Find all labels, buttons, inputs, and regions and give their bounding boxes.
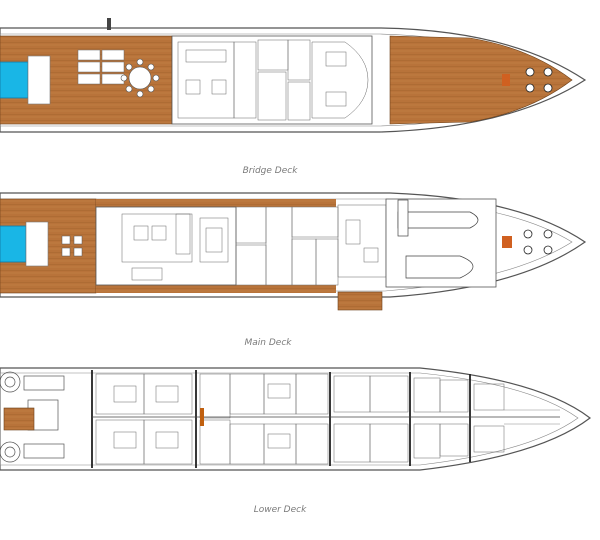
- lower-deck-label: Lower Deck: [254, 505, 307, 515]
- sun-loungers: [77, 49, 125, 85]
- bridge-deck-rooms: [177, 39, 369, 121]
- lower-deck-teak-patch: [3, 407, 35, 431]
- main-deck-label: Main Deck: [245, 338, 293, 348]
- main-anchor-winches: [523, 229, 553, 255]
- bridge-foredeck-teak: [389, 35, 573, 125]
- bridge-deck-label: Bridge Deck: [243, 166, 299, 176]
- main-deck-plan: [0, 192, 587, 311]
- bridge-deck-plan: [0, 18, 587, 133]
- lower-deck-plan: [0, 367, 591, 471]
- main-deck-pool: [0, 225, 27, 263]
- main-salon: [95, 206, 237, 286]
- bridge-deck-pool: [0, 61, 29, 99]
- sky-lounge-area: [171, 35, 373, 125]
- tenders: [397, 199, 479, 279]
- lower-deck-bulkheads: [91, 370, 471, 468]
- round-dining-table: [120, 58, 160, 98]
- lower-deck-hull: [0, 367, 591, 471]
- anchor-winches: [525, 67, 553, 93]
- lower-deck-cabins: [95, 373, 505, 465]
- main-salon-furniture: [121, 213, 229, 281]
